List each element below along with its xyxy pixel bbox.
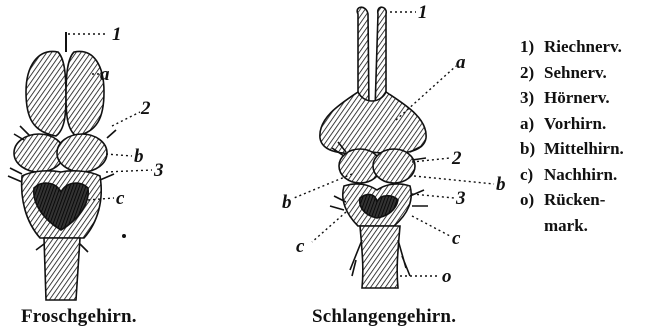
frog-auditory-nerve-right xyxy=(100,174,114,180)
legend-text: Riechnerv. xyxy=(544,34,622,60)
snake-leader-c-right xyxy=(412,216,450,236)
snake-label-c-left: c xyxy=(296,236,305,257)
legend-key: 1) xyxy=(520,34,544,60)
legend-text: mark. xyxy=(544,213,588,239)
frog-label-2: 2 xyxy=(140,98,151,119)
legend-item: c)Nachhirn. xyxy=(520,162,624,188)
snake-leader-c-left xyxy=(312,212,346,242)
frog-leader-2 xyxy=(112,112,140,126)
legend-key: b) xyxy=(520,136,544,162)
snake-caption: Schlangengehirn. xyxy=(312,306,456,328)
legend-key: c) xyxy=(520,162,544,188)
snake-label-b-left: b xyxy=(282,192,292,213)
legend-text: Rücken- xyxy=(544,187,605,213)
snake-midbrain-right xyxy=(373,149,415,183)
snake-label-o: o xyxy=(442,266,452,287)
frog-caption: Froschgehirn. xyxy=(21,306,137,328)
legend-text: Nachhirn. xyxy=(544,162,617,188)
frog-label-3: 3 xyxy=(153,160,164,181)
snake-label-b-right: b xyxy=(496,174,506,195)
snake-forebrain xyxy=(320,92,426,153)
legend-key: 2) xyxy=(520,60,544,86)
frog-midbrain-right xyxy=(57,134,107,172)
legend-item: 1)Riechnerv. xyxy=(520,34,624,60)
snake-auditory-nerve-right xyxy=(410,190,428,206)
legend-item: 2)Sehnerv. xyxy=(520,60,624,86)
legend-text: Hörnerv. xyxy=(544,85,610,111)
snake-brain xyxy=(294,7,494,288)
frog-label-c: c xyxy=(116,188,125,209)
frog-label-1: 1 xyxy=(112,24,122,45)
frog-auditory-nerve-left xyxy=(8,168,22,182)
frog-leader-b xyxy=(106,154,132,156)
frog-optic-nerve-right xyxy=(107,130,116,138)
legend-key: o) xyxy=(520,187,544,213)
legend-text: Sehnerv. xyxy=(544,60,607,86)
snake-spinal-cord xyxy=(360,226,400,288)
frog-label-a: a xyxy=(100,64,110,85)
legend-text: Vorhirn. xyxy=(544,111,606,137)
frog-label-b: b xyxy=(134,146,144,167)
legend-item: b)Mittelhirn. xyxy=(520,136,624,162)
legend: 1)Riechnerv. 2)Sehnerv. 3)Hörnerv. a)Vor… xyxy=(520,34,624,238)
snake-leader-b-right xyxy=(414,176,494,184)
legend-key: a) xyxy=(520,111,544,137)
snake-leader-3 xyxy=(412,194,454,198)
legend-item: 3)Hörnerv. xyxy=(520,85,624,111)
snake-label-2: 2 xyxy=(451,148,462,169)
legend-text: Mittelhirn. xyxy=(544,136,624,162)
frog-stray-dot xyxy=(122,234,126,238)
frog-forebrain-left xyxy=(26,51,66,136)
legend-item-continuation: mark. xyxy=(520,213,624,239)
snake-label-a: a xyxy=(456,52,466,73)
snake-label-1: 1 xyxy=(418,2,428,23)
legend-key: 3) xyxy=(520,85,544,111)
frog-leader-3 xyxy=(106,170,152,172)
snake-label-c-right: c xyxy=(452,228,461,249)
frog-spinal-cord xyxy=(44,238,80,300)
frog-brain xyxy=(8,32,152,300)
frog-forebrain-right xyxy=(66,51,104,136)
legend-item: a)Vorhirn. xyxy=(520,111,624,137)
legend-item: o)Rücken- xyxy=(520,187,624,213)
snake-label-3: 3 xyxy=(455,188,466,209)
